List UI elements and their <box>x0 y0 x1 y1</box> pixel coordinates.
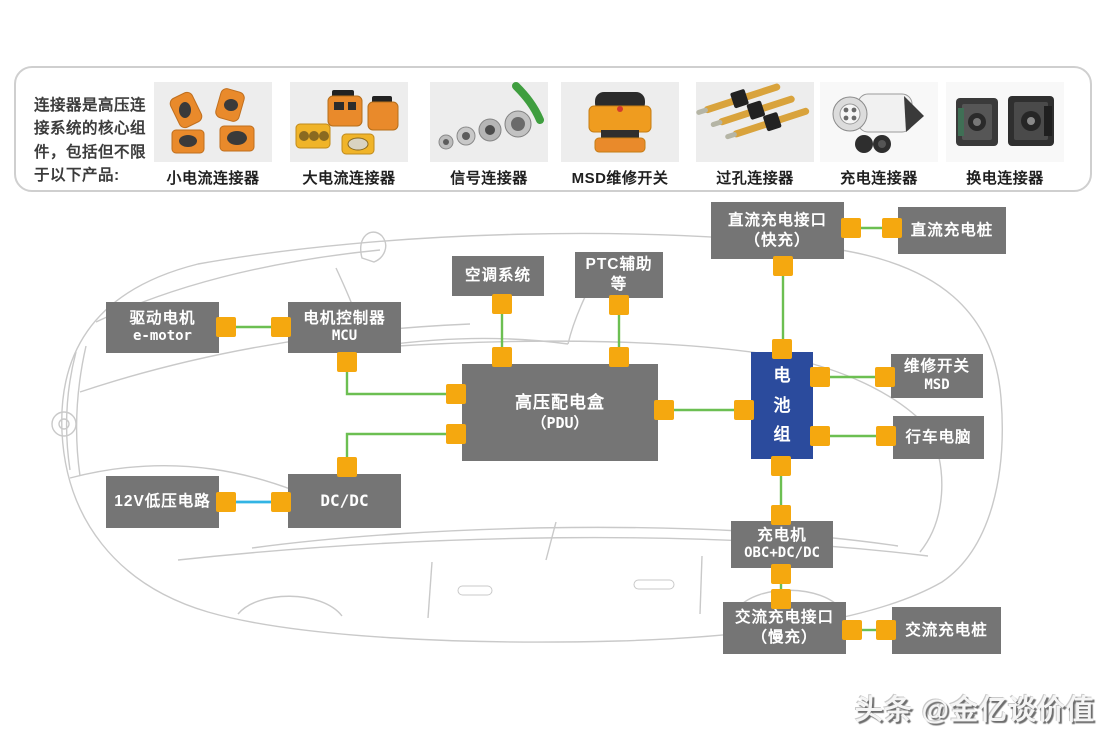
product-tile: 换电连接器 <box>944 82 1066 188</box>
connector-msd-left <box>875 367 895 387</box>
node-dcdc-converter: DC/DC <box>288 474 401 528</box>
node-label: 空调系统 <box>464 267 531 285</box>
product-tile: 充电连接器 <box>818 82 940 188</box>
node-msd-switch: 维修开关 MSD <box>891 354 983 398</box>
node-trip-computer: 行车电脑 <box>893 416 984 459</box>
connector-pdu-left-lower <box>446 424 466 444</box>
node-label: 维修开关 <box>903 358 970 376</box>
node-sublabel: e-motor <box>132 328 192 345</box>
node-dc-charge-pile: 直流充电桩 <box>898 207 1006 254</box>
product-tile: MSD维修开关 <box>559 82 681 188</box>
connector-dcdc-left <box>271 492 291 512</box>
node-label: DC/DC <box>320 490 369 510</box>
node-drive-motor: 驱动电机 e-motor <box>106 302 219 353</box>
product-tile: 大电流连接器 <box>288 82 410 188</box>
battery-swap-connector-image <box>946 82 1064 162</box>
node-ac-charge-port: 交流充电接口 （慢充） <box>723 602 846 654</box>
connector-obc-top <box>771 505 791 525</box>
product-label: 充电连接器 <box>840 170 918 187</box>
connector-mcu-left <box>271 317 291 337</box>
charging-connector-image <box>820 82 938 162</box>
node-sublabel: MCU <box>331 328 358 345</box>
node-sublabel: OBC+DC/DC <box>744 545 820 562</box>
connector-dcdc-top <box>337 457 357 477</box>
connector-12v-right <box>216 492 236 512</box>
node-sublabel: （快充） <box>744 231 811 249</box>
node-pdu: 高压配电盒 （PDU） <box>462 364 658 461</box>
node-label: 高压配电盒 <box>515 393 605 413</box>
connector-ptc-bottom <box>609 295 629 315</box>
connector-obc-bottom <box>771 564 791 584</box>
node-label: PTC辅助 <box>585 256 653 274</box>
node-motor-controller: 电机控制器 MCU <box>288 302 401 353</box>
node-label: 直流充电接口 <box>727 211 827 229</box>
connector-mcu-bottom <box>337 352 357 372</box>
node-sublabel: （慢充） <box>751 629 818 646</box>
connector-computer-left <box>876 426 896 446</box>
connector-dcport-bottom <box>773 256 793 276</box>
connector-dcpile-left <box>882 218 902 238</box>
signal-connector-image <box>430 82 548 162</box>
connector-pdu-top-1 <box>492 347 512 367</box>
node-label: 驱动电机 <box>129 309 196 327</box>
connector-acport-right <box>842 620 862 640</box>
product-label: 换电连接器 <box>966 170 1044 187</box>
connector-pdu-right <box>654 400 674 420</box>
node-label: 行车电脑 <box>905 428 972 446</box>
node-12v-circuit: 12V低压电路 <box>106 476 219 528</box>
banner-intro-text: 连接器是高压连接系统的核心组件，包括但不限于以下产品: <box>34 97 147 184</box>
connector-acport-top <box>771 589 791 609</box>
msd-switch-image <box>561 82 679 162</box>
node-sublabel: （PDU） <box>531 413 589 432</box>
connector-battery-right-lower <box>810 426 830 446</box>
product-label: 过孔连接器 <box>716 170 794 187</box>
connector-battery-left <box>734 400 754 420</box>
small-current-connector-image <box>154 82 272 162</box>
node-label: 电机控制器 <box>303 309 386 327</box>
product-label: 小电流连接器 <box>166 170 260 187</box>
connector-pdu-left-upper <box>446 384 466 404</box>
connector-pdu-top-2 <box>609 347 629 367</box>
node-label: 直流充电桩 <box>910 221 994 239</box>
hv-line-mcu-pdu <box>345 372 446 396</box>
node-label: 交流充电桩 <box>905 621 988 639</box>
connector-hvac-bottom <box>492 294 512 314</box>
connector-products-banner: 连接器是高压连接系统的核心组件，包括但不限于以下产品: 小电流连接器 <box>14 66 1092 192</box>
product-tile: 过孔连接器 <box>694 82 816 188</box>
high-current-connector-image <box>290 82 408 162</box>
connector-battery-bottom <box>771 456 791 476</box>
node-label: 充电机 <box>757 526 807 544</box>
connector-battery-top <box>772 339 792 359</box>
watermark-text: 头条 @金亿谈价值 <box>854 694 1095 725</box>
hv-line-dcdc-pdu <box>345 432 446 457</box>
node-ac-charge-pile: 交流充电桩 <box>892 607 1001 654</box>
product-label: MSD维修开关 <box>571 170 669 187</box>
node-battery-pack: 电池组 <box>751 352 813 459</box>
product-label: 大电流连接器 <box>302 170 396 187</box>
connector-emotor-right <box>216 317 236 337</box>
product-label: 信号连接器 <box>450 170 528 187</box>
connector-acpile-left <box>876 620 896 640</box>
through-hole-connector-image <box>696 82 814 162</box>
node-dc-charge-port: 直流充电接口 （快充） <box>711 202 844 259</box>
product-tile: 信号连接器 <box>428 82 550 188</box>
node-sublabel: 等 <box>610 276 628 293</box>
node-onboard-charger: 充电机 OBC+DC/DC <box>731 521 833 568</box>
node-label: 电池组 <box>773 365 791 445</box>
node-ptc-heater: PTC辅助 等 <box>575 252 663 298</box>
node-hvac: 空调系统 <box>452 256 544 296</box>
node-label: 交流充电接口 <box>734 609 834 627</box>
node-label: 12V低压电路 <box>114 493 211 511</box>
connector-battery-right-upper <box>810 367 830 387</box>
node-sublabel: MSD <box>924 376 950 393</box>
connector-dcport-right <box>841 218 861 238</box>
product-tile: 小电流连接器 <box>152 82 274 188</box>
